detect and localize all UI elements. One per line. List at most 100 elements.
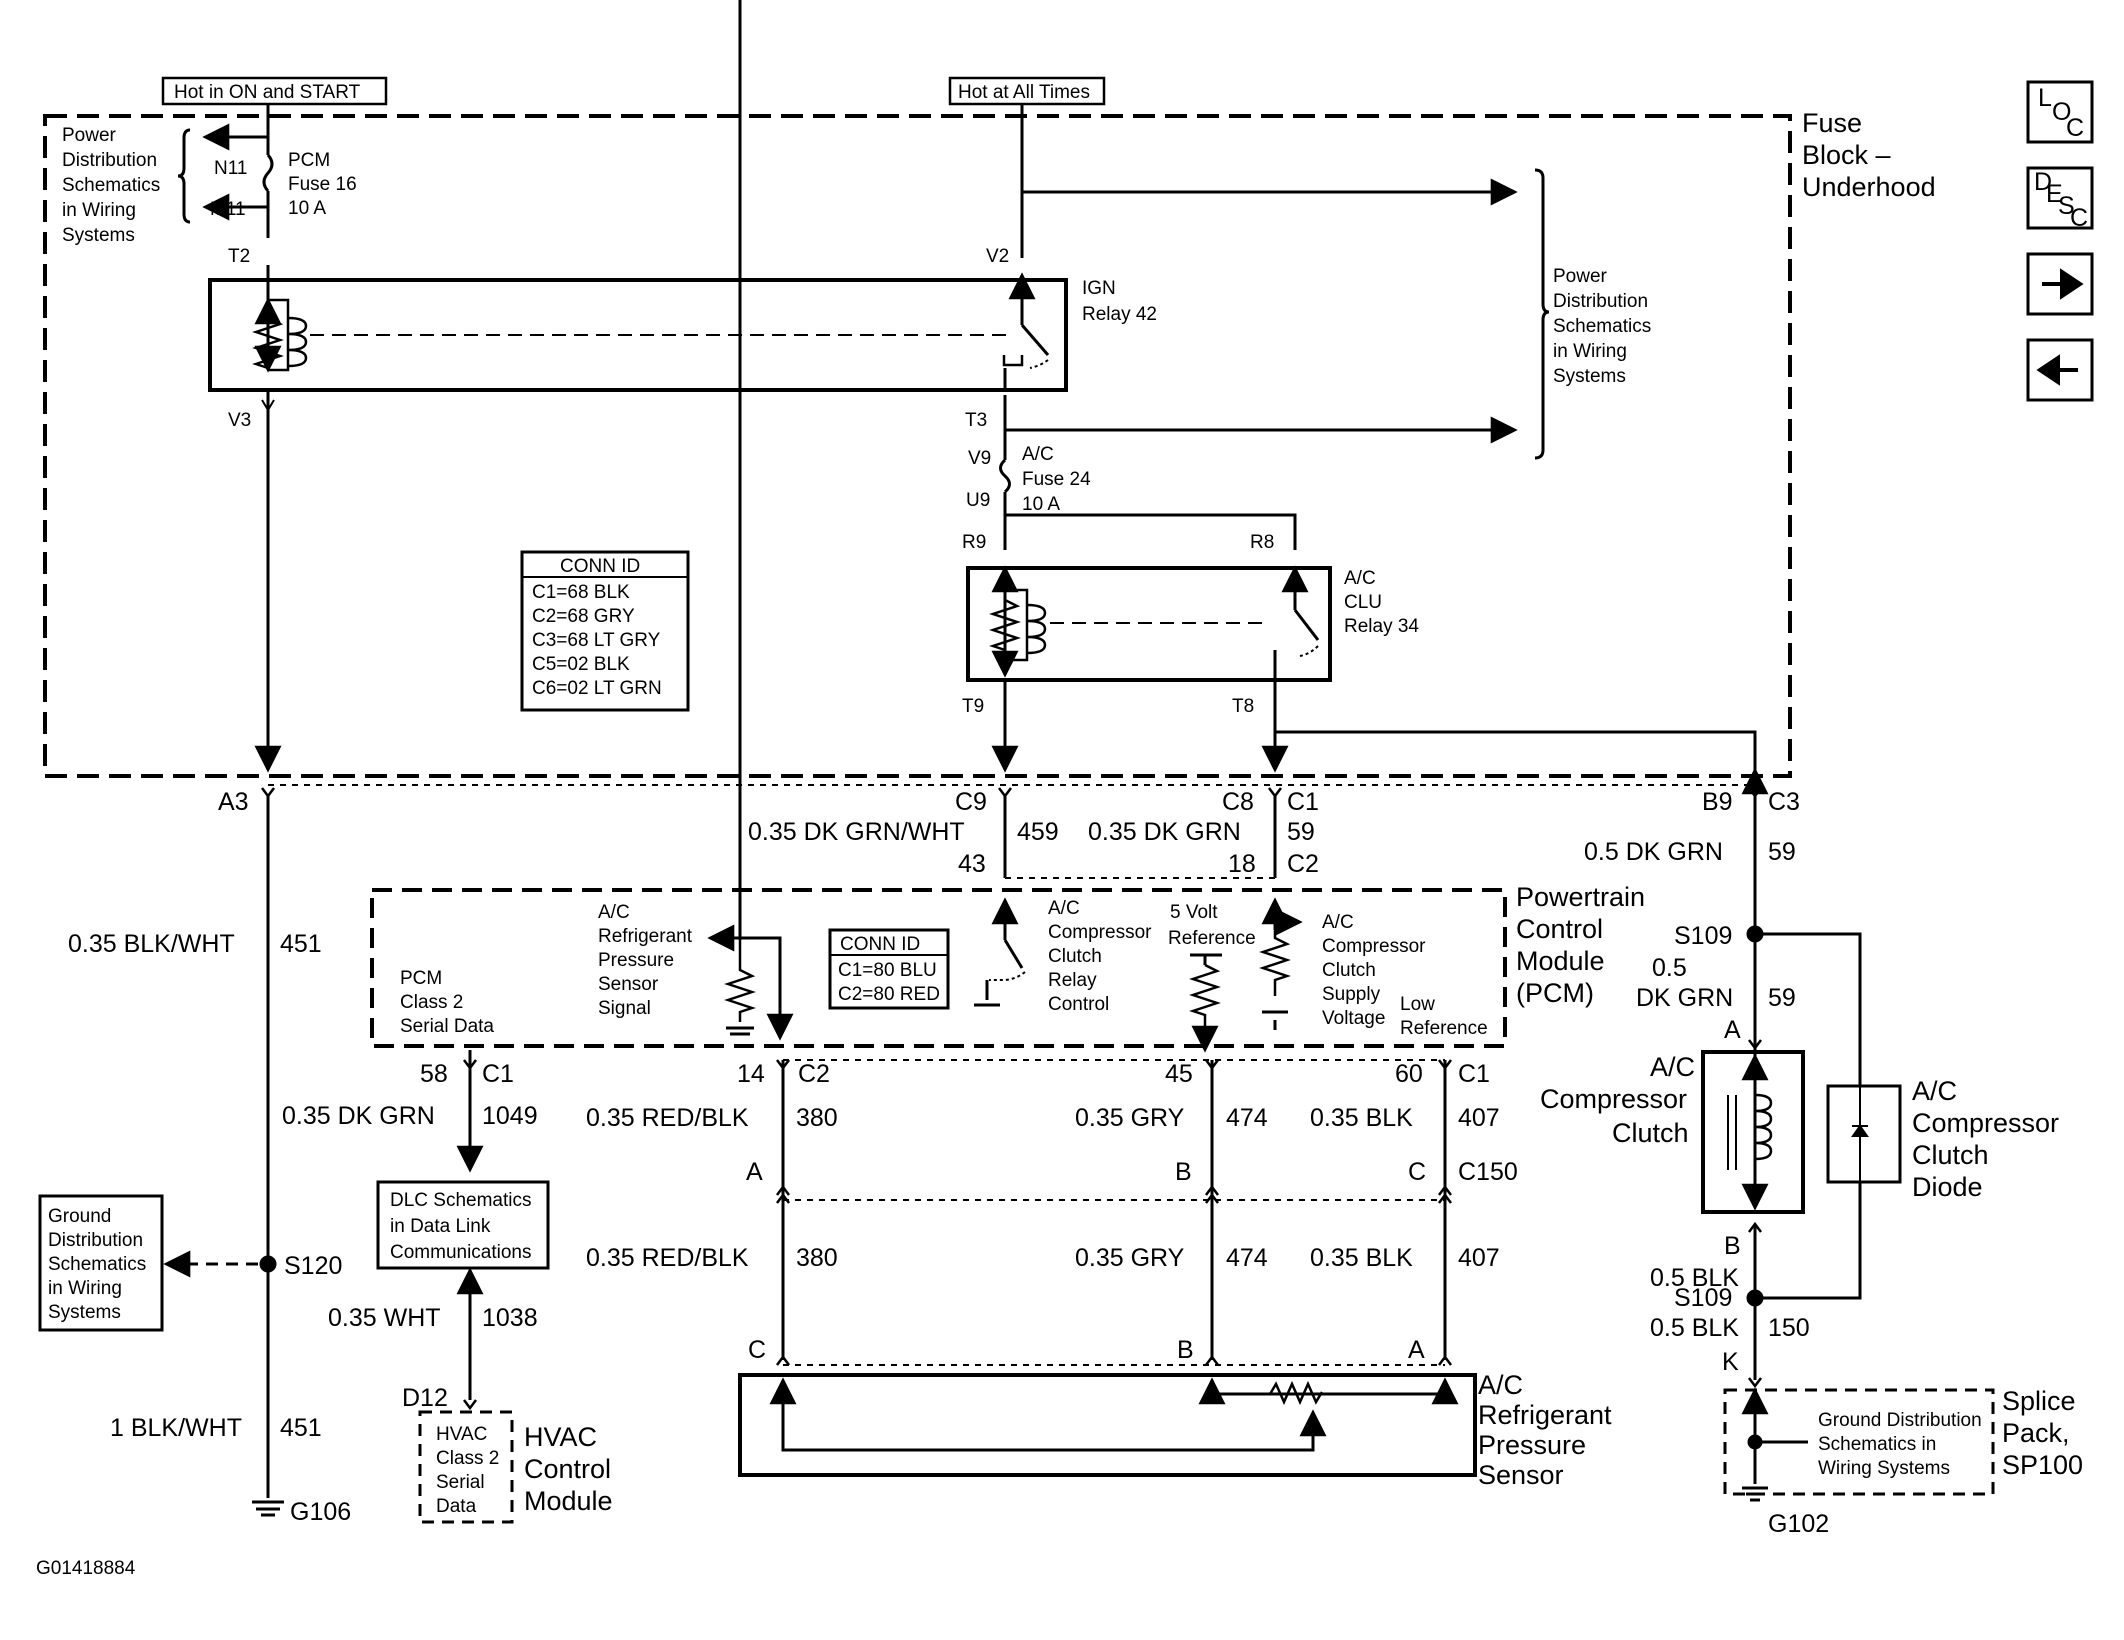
- power-dist-left-3: Schematics: [62, 175, 160, 196]
- pin-t3: T3: [965, 410, 987, 431]
- next-button[interactable]: [2026, 252, 2094, 316]
- pin-c1: C1: [1287, 788, 1319, 816]
- ground-dist-right-1: Ground Distribution: [1818, 1410, 1982, 1431]
- pin-60: 60: [1395, 1060, 1423, 1088]
- pcm-class2-2: Class 2: [400, 992, 463, 1013]
- pin-t2: T2: [228, 246, 250, 267]
- loc-letter-o: O: [2052, 98, 2071, 126]
- hvac-label-3: Module: [524, 1486, 613, 1516]
- wire-59b-num: 59: [1768, 838, 1796, 866]
- pcm-title-4: (PCM): [1516, 978, 1594, 1008]
- arrow-left-icon: [2036, 354, 2078, 386]
- loc-button[interactable]: [2026, 80, 2094, 144]
- fuse-block-title-1: Fuse: [1802, 108, 1862, 138]
- pin-v3: V3: [228, 410, 251, 431]
- wire-59b-color: 0.5 DK GRN: [1584, 838, 1723, 866]
- wire-451b-num: 451: [280, 1414, 322, 1442]
- s109-label: S109: [1674, 922, 1732, 950]
- pcm-fuse-amps: 10 A: [288, 198, 326, 219]
- pcm-box: [370, 888, 1507, 1048]
- ground-dist-left-box: [38, 1194, 164, 1332]
- pin-c2-lower: C2: [798, 1060, 830, 1088]
- wire-407-num: 407: [1458, 1104, 1500, 1132]
- pcm-title-1: Powertrain: [1516, 882, 1645, 912]
- hot-all-times-label: Hot at All Times: [958, 82, 1090, 103]
- conn-id-1-title: CONN ID: [560, 556, 640, 577]
- hvac-box-1: HVAC: [436, 1424, 487, 1445]
- relay-control-3: Clutch: [1048, 946, 1102, 967]
- supply-voltage-2: Compressor: [1322, 936, 1426, 957]
- wire-1038-num: 1038: [482, 1304, 538, 1332]
- power-dist-right-3: Schematics: [1553, 316, 1651, 337]
- pin-b9: B9: [1702, 788, 1733, 816]
- relay-control-5: Control: [1048, 994, 1109, 1015]
- pin-14: 14: [737, 1060, 765, 1088]
- arrow-right-icon: [2042, 268, 2084, 300]
- pcm-class2-1: PCM: [400, 968, 442, 989]
- right-wire-gauge: 0.5: [1652, 954, 1687, 982]
- pin-45: 45: [1165, 1060, 1193, 1088]
- ign-relay-box: [208, 278, 1068, 392]
- c150-pin-c: C: [1408, 1158, 1426, 1186]
- splice-label-1: Splice: [2002, 1386, 2076, 1416]
- power-dist-left-4: in Wiring: [62, 200, 136, 221]
- diode-label-1: A/C: [1912, 1076, 1957, 1106]
- pin-43: 43: [958, 850, 986, 878]
- clu-relay-name: A/C: [1344, 568, 1376, 589]
- desc-letter-s: S: [2058, 192, 2075, 220]
- sensor-label-4: Sensor: [1478, 1460, 1564, 1490]
- fuse-block-title-3: Underhood: [1802, 172, 1936, 202]
- wire-1038-color: 0.35 WHT: [328, 1304, 441, 1332]
- sensor-label-1: A/C: [1478, 1370, 1523, 1400]
- wire-474b-color: 0.35 GRY: [1075, 1244, 1185, 1272]
- power-dist-left-1: Power: [62, 125, 117, 146]
- pin-18: 18: [1228, 850, 1256, 878]
- ref5v-1: 5 Volt: [1170, 902, 1218, 923]
- conn-id-2-row: C1=80 BLU: [838, 960, 937, 981]
- clutch-pin-a: A: [1724, 1016, 1741, 1044]
- desc-letter-c: C: [2070, 204, 2088, 232]
- wire-380b-color: 0.35 RED/BLK: [586, 1244, 749, 1272]
- wire-451-color: 0.35 BLK/WHT: [68, 930, 235, 958]
- wire-1049-num: 1049: [482, 1102, 538, 1130]
- conn-id-1-row: C2=68 GRY: [532, 606, 635, 627]
- supply-voltage-5: Voltage: [1322, 1008, 1385, 1029]
- pin-k: K: [1722, 1348, 1739, 1376]
- diode-label-2: Compressor: [1912, 1108, 2059, 1138]
- clutch-pin-b: B: [1724, 1232, 1741, 1260]
- relay-control-2: Compressor: [1048, 922, 1152, 943]
- g102-label: G102: [1768, 1510, 1829, 1538]
- power-dist-right-2: Distribution: [1553, 291, 1648, 312]
- wire-380-num: 380: [796, 1104, 838, 1132]
- clutch-box: [1701, 1050, 1805, 1214]
- wire-407b-num: 407: [1458, 1244, 1500, 1272]
- desc-button[interactable]: [2026, 166, 2094, 230]
- conn-id-2-row: C2=80 RED: [838, 984, 940, 1005]
- ground-dist-left-2: Distribution: [48, 1230, 143, 1251]
- wire-474-num: 474: [1226, 1104, 1268, 1132]
- relay-control-1: A/C: [1048, 898, 1080, 919]
- conn-id-box-1: [520, 550, 690, 712]
- back-button[interactable]: [2026, 338, 2094, 402]
- wire-59-num: 59: [1287, 818, 1315, 846]
- loc-letter-c: C: [2066, 114, 2084, 142]
- ground-dist-right-3: Wiring Systems: [1818, 1458, 1950, 1479]
- wire-451b-color: 1 BLK/WHT: [110, 1414, 242, 1442]
- pressure-signal-3: Pressure: [598, 950, 674, 971]
- hvac-box-3: Serial: [436, 1472, 485, 1493]
- sensor-pin-a: A: [1408, 1336, 1425, 1364]
- pcm-title-3: Module: [1516, 946, 1605, 976]
- pcm-class2-3: Serial Data: [400, 1016, 494, 1037]
- pin-n11: N11: [214, 158, 247, 179]
- g106-label: G106: [290, 1498, 351, 1526]
- pin-r9: R9: [962, 532, 986, 553]
- wire-380b-num: 380: [796, 1244, 838, 1272]
- ground-dist-right-2: Schematics in: [1818, 1434, 1936, 1455]
- wire-459-color: 0.35 DK GRN/WHT: [748, 818, 965, 846]
- s120-label: S120: [284, 1252, 342, 1280]
- fuse-block-title-2: Block –: [1802, 140, 1891, 170]
- pin-c1-lower: C1: [482, 1060, 514, 1088]
- wire-407-color: 0.35 BLK: [1310, 1104, 1413, 1132]
- ref5v-2: Reference: [1168, 928, 1256, 949]
- hvac-label-2: Control: [524, 1454, 611, 1484]
